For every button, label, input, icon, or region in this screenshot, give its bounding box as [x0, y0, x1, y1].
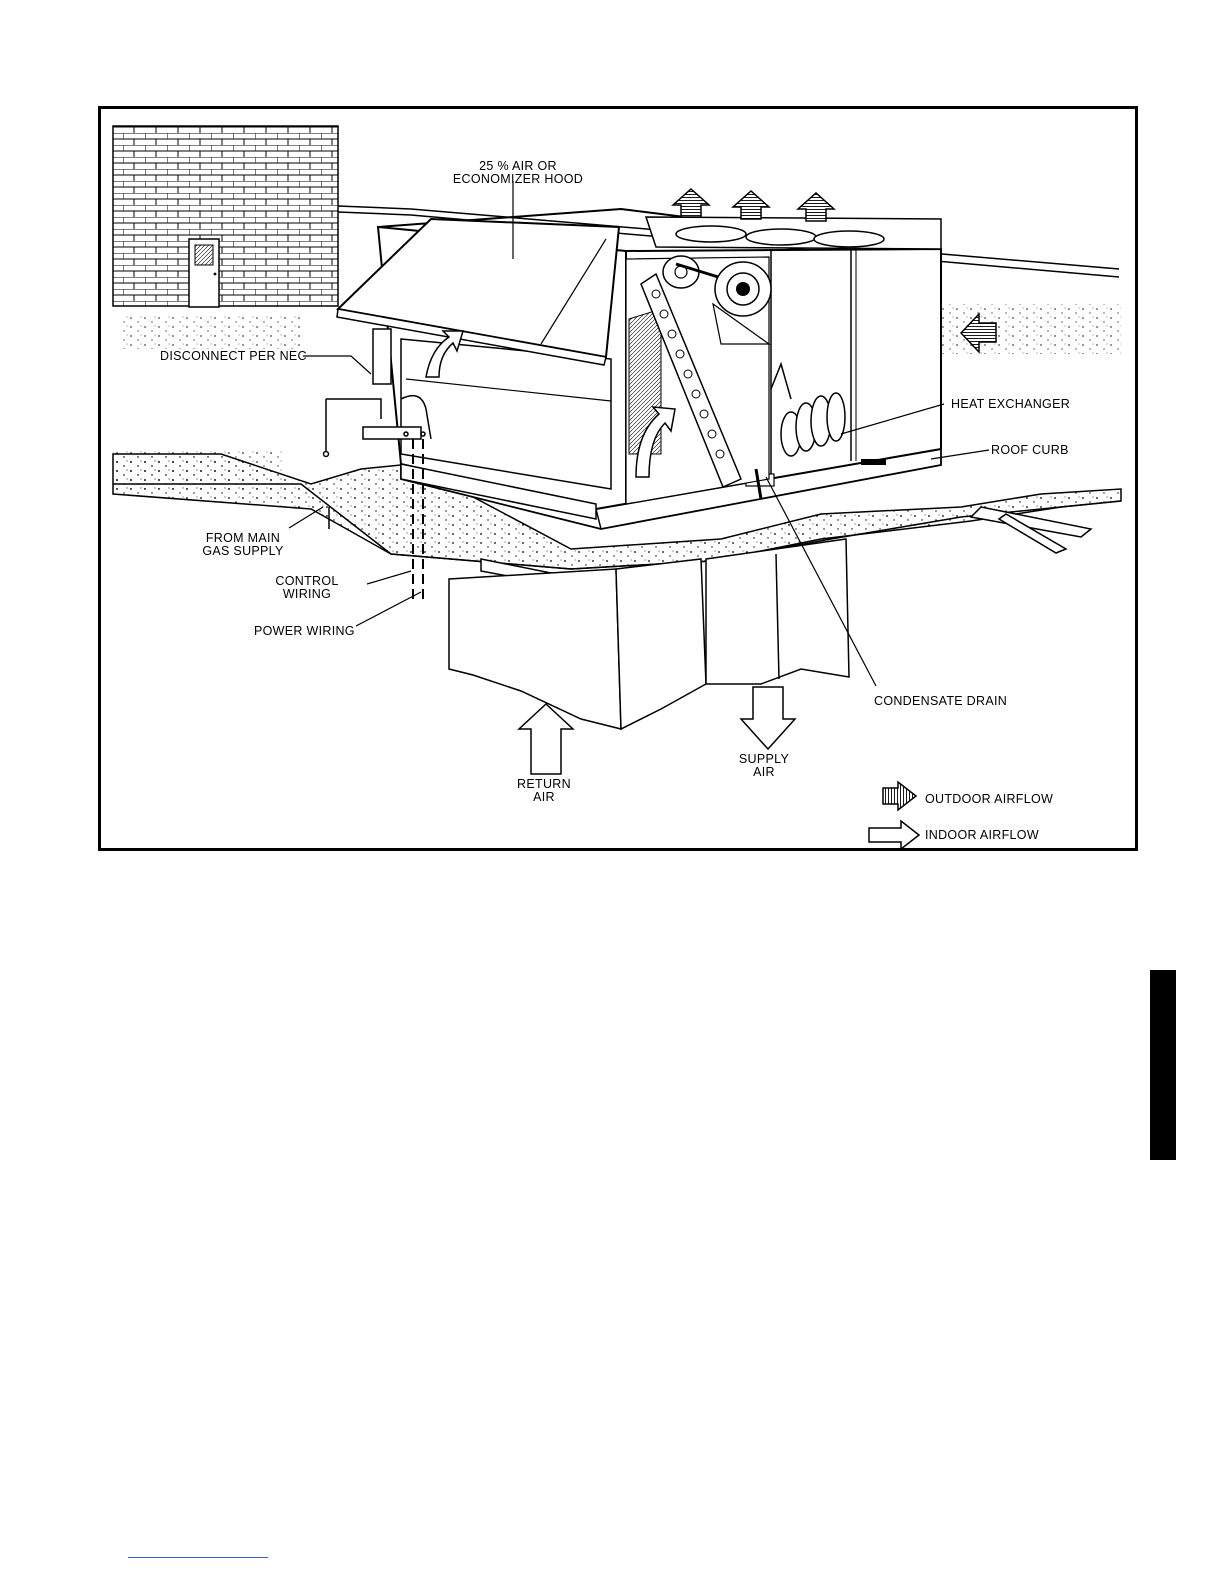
door-knob	[214, 273, 217, 276]
roof-curb-callout: ROOF CURB	[991, 443, 1069, 457]
return-air-arrow	[519, 704, 573, 774]
rooftop-unit-drawing: 25 % AIR OR ECONOMIZER HOOD DISCONNECT P…	[101, 109, 1135, 848]
supply-duct	[706, 539, 849, 684]
return-air-callout-line1: RETURN	[517, 777, 571, 791]
power-wiring-callout: POWER WIRING	[254, 624, 355, 638]
hood-callout-line2: ECONOMIZER HOOD	[453, 172, 583, 186]
disconnect-callout: DISCONNECT PER NEC	[160, 349, 307, 363]
gas-supply-callout-line2: GAS SUPPLY	[202, 544, 284, 558]
footer-rule	[128, 1557, 268, 1558]
gas-supply-callout-line1: FROM MAIN	[206, 531, 280, 545]
legend-indoor-label: INDOOR AIRFLOW	[925, 828, 1039, 842]
legend-outdoor-label: OUTDOOR AIRFLOW	[925, 792, 1053, 806]
brick-building	[113, 126, 338, 307]
legend-outdoor-arrow-icon	[883, 782, 916, 810]
condensate-drain-callout: CONDENSATE DRAIN	[874, 694, 1007, 708]
return-air-callout-line2: AIR	[533, 790, 555, 804]
supply-air-callout-line1: SUPPLY	[739, 752, 790, 766]
section-tab	[1150, 970, 1176, 1160]
supply-air-callout-line2: AIR	[753, 765, 775, 779]
hood-callout-line1: 25 % AIR OR	[479, 159, 557, 173]
control-wiring-callout-line2: WIRING	[283, 587, 331, 601]
heat-exchanger-callout: HEAT EXCHANGER	[951, 397, 1070, 411]
control-wiring-callout-line1: CONTROL	[275, 574, 338, 588]
legend: OUTDOOR AIRFLOW INDOOR AIRFLOW	[869, 782, 1053, 848]
legend-indoor-arrow-icon	[869, 821, 919, 848]
condenser-fans	[646, 217, 941, 249]
supply-air-arrow	[741, 687, 795, 749]
return-duct	[449, 559, 706, 729]
figure-frame: 25 % AIR OR ECONOMIZER HOOD DISCONNECT P…	[98, 106, 1138, 851]
door-window	[195, 245, 213, 265]
